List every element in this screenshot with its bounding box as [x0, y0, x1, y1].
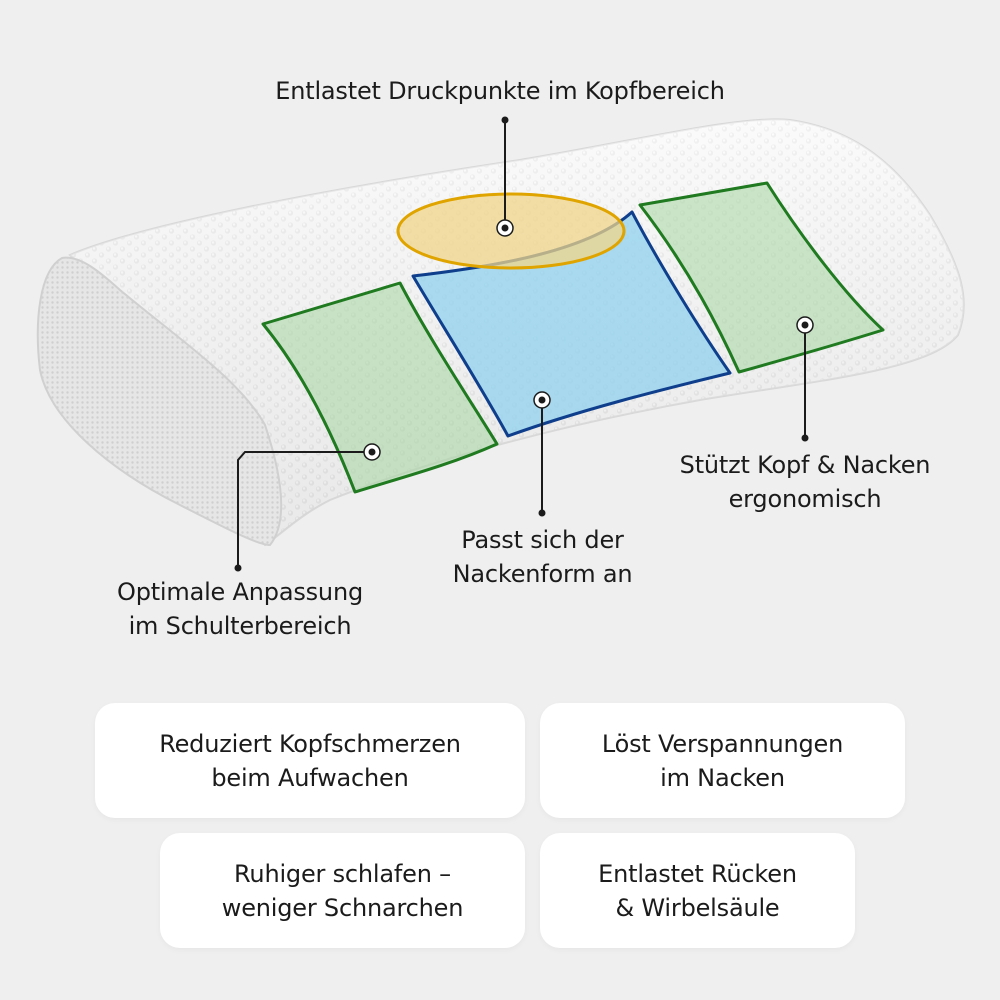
- callout-neck-label: Passt sich der Nackenform an: [452, 526, 633, 588]
- benefit-card-sleep: Ruhiger schlafen – weniger Schnarchen: [160, 833, 525, 948]
- benefit-card-headache: Reduziert Kopfschmerzen beim Aufwachen: [95, 703, 525, 818]
- callout-head-label: Entlastet Druckpunkte im Kopfbereich: [275, 77, 725, 105]
- callout-shoulder-label: Optimale Anpassung im Schulterbereich: [117, 578, 363, 640]
- benefit-card-back: Entlastet Rücken & Wirbelsäule: [540, 833, 855, 948]
- callout-support-label: Stützt Kopf & Nacken ergonomisch: [679, 451, 931, 513]
- callout-markers: [234, 116, 814, 572]
- callout-lines: [237, 120, 806, 568]
- zone-shoulder-left: [261, 281, 499, 494]
- benefit-card-tension: Löst Verspannungen im Nacken: [540, 703, 905, 818]
- zone-shoulder-right: [638, 181, 885, 374]
